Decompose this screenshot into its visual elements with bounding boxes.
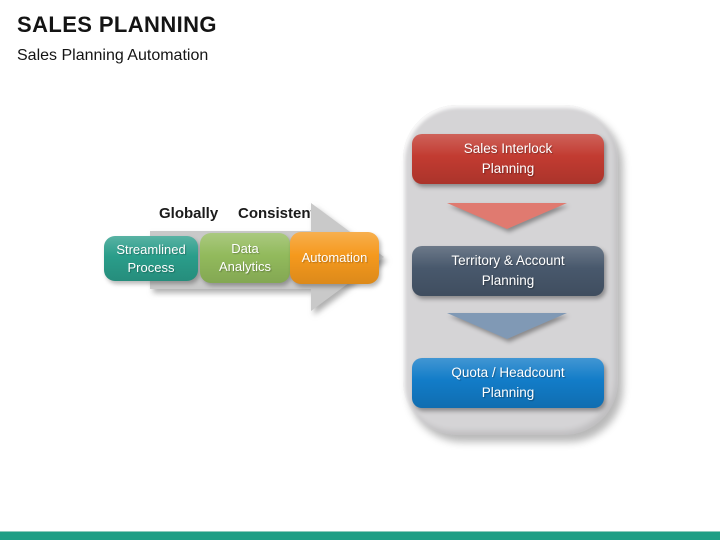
flow-caption-consistent: Consistent — [238, 205, 316, 222]
down-arrow-triangle — [447, 313, 567, 339]
flow-step-data-analytics: Data Analytics — [200, 233, 290, 283]
stack-item-sales-interlock-planning: Sales Interlock Planning — [412, 134, 604, 184]
down-arrow-icon — [447, 313, 567, 339]
stack-item-quota-headcount-planning: Quota / Headcount Planning — [412, 358, 604, 408]
page-subtitle: Sales Planning Automation — [17, 47, 209, 64]
footer-accent-bar — [0, 531, 720, 540]
stack-item-territory-account-planning: Territory & Account Planning — [412, 246, 604, 296]
flow-step-streamlined-process: Streamlined Process — [104, 236, 198, 281]
down-arrow-icon — [447, 203, 567, 229]
down-arrow-triangle — [447, 203, 567, 229]
flow-step-automation: Automation — [290, 232, 379, 284]
flow-caption-globally: Globally — [159, 205, 219, 222]
page-title: SALES PLANNING — [17, 12, 217, 37]
